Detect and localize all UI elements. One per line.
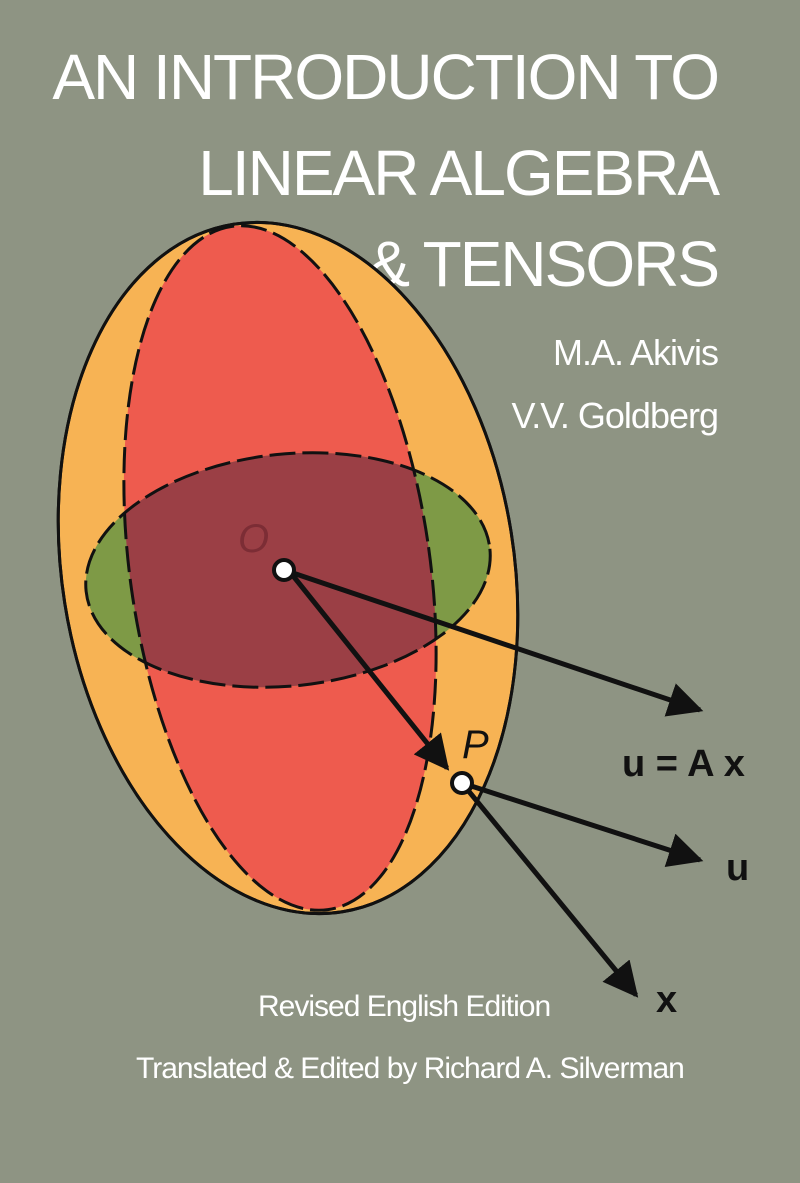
label-x: x bbox=[656, 979, 677, 1021]
label-u-eq-ax: u = A x bbox=[622, 743, 745, 785]
title-line-1: AN INTRODUCTION TO bbox=[52, 41, 720, 113]
vector-O-to-P bbox=[288, 570, 450, 771]
ellipse-green-outline bbox=[84, 451, 492, 689]
label-origin: O bbox=[238, 517, 269, 561]
edition-label: Revised English Edition bbox=[258, 990, 551, 1023]
point-P bbox=[450, 771, 474, 795]
point-O bbox=[272, 558, 296, 582]
ellipsoid-outer-border bbox=[56, 220, 520, 916]
translator-label: Translated & Edited by Richard A. Silver… bbox=[136, 1052, 685, 1085]
title-line-2: LINEAR ALGEBRA bbox=[198, 137, 720, 209]
author-1: M.A. Akivis bbox=[552, 332, 719, 373]
label-u: u bbox=[726, 847, 749, 889]
title-line-3: & TENSORS bbox=[367, 228, 720, 300]
ellipse-red-outline bbox=[122, 224, 438, 912]
author-2: V.V. Goldberg bbox=[511, 395, 719, 436]
label-point: P bbox=[462, 723, 489, 767]
vector-P-to-x bbox=[460, 781, 639, 998]
vector-O-to-Ax bbox=[289, 569, 704, 717]
vector-P-to-u bbox=[461, 780, 704, 867]
